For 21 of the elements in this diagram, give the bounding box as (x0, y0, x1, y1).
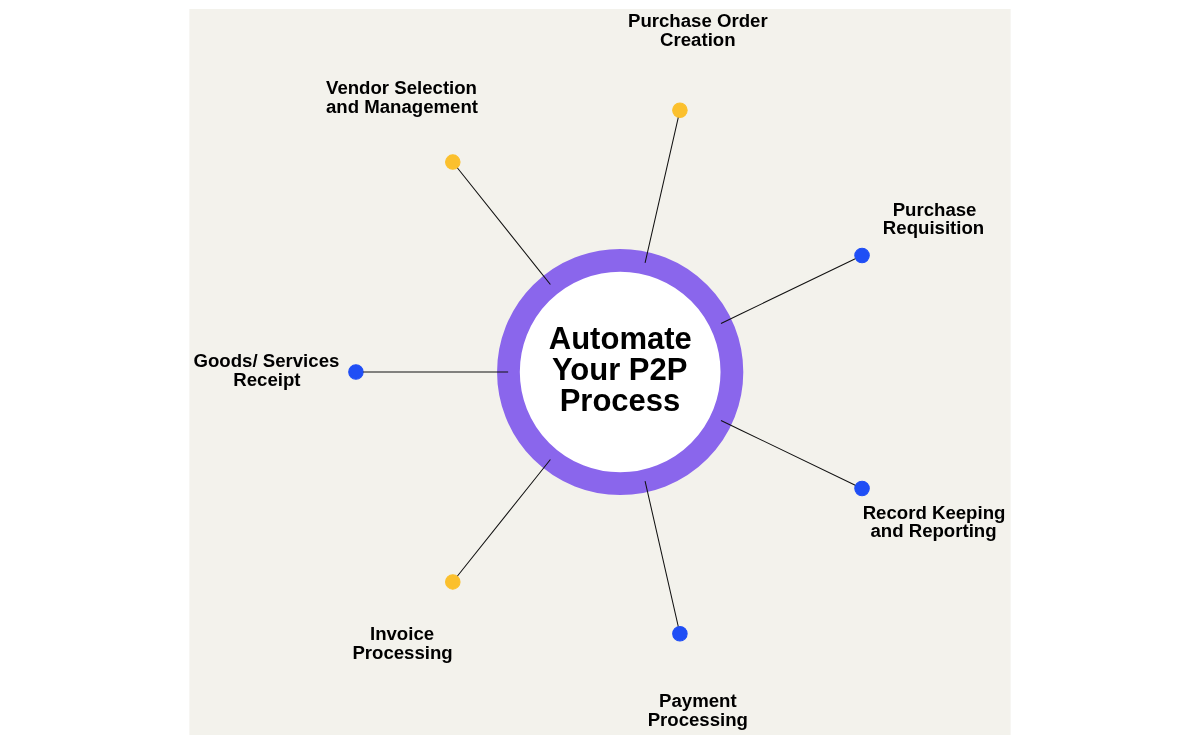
connector (720, 257, 856, 324)
node-label: Vendor Selection and Management (326, 76, 479, 117)
node-circle (854, 247, 870, 263)
node-label: Payment Processing (647, 689, 748, 730)
connector (720, 419, 856, 486)
node-label: Purchase Order Creation (628, 9, 768, 50)
connector (644, 116, 679, 263)
node-label: Goods/ Services Receipt (193, 349, 340, 390)
node-label: Purchase Requisition (882, 198, 985, 238)
node-circle (445, 573, 461, 590)
node-label: Record Keeping and Reporting (862, 501, 1006, 541)
node-circle (854, 480, 870, 496)
connector (644, 480, 679, 627)
node-circle (672, 625, 688, 641)
node-circle (348, 363, 364, 380)
connector (456, 166, 551, 285)
node-label: Invoice Processing (352, 622, 453, 663)
node-circle: Automate Your P2P Process (497, 248, 744, 495)
connector (456, 458, 551, 577)
node-circle (672, 102, 688, 118)
node-circle (445, 153, 461, 170)
